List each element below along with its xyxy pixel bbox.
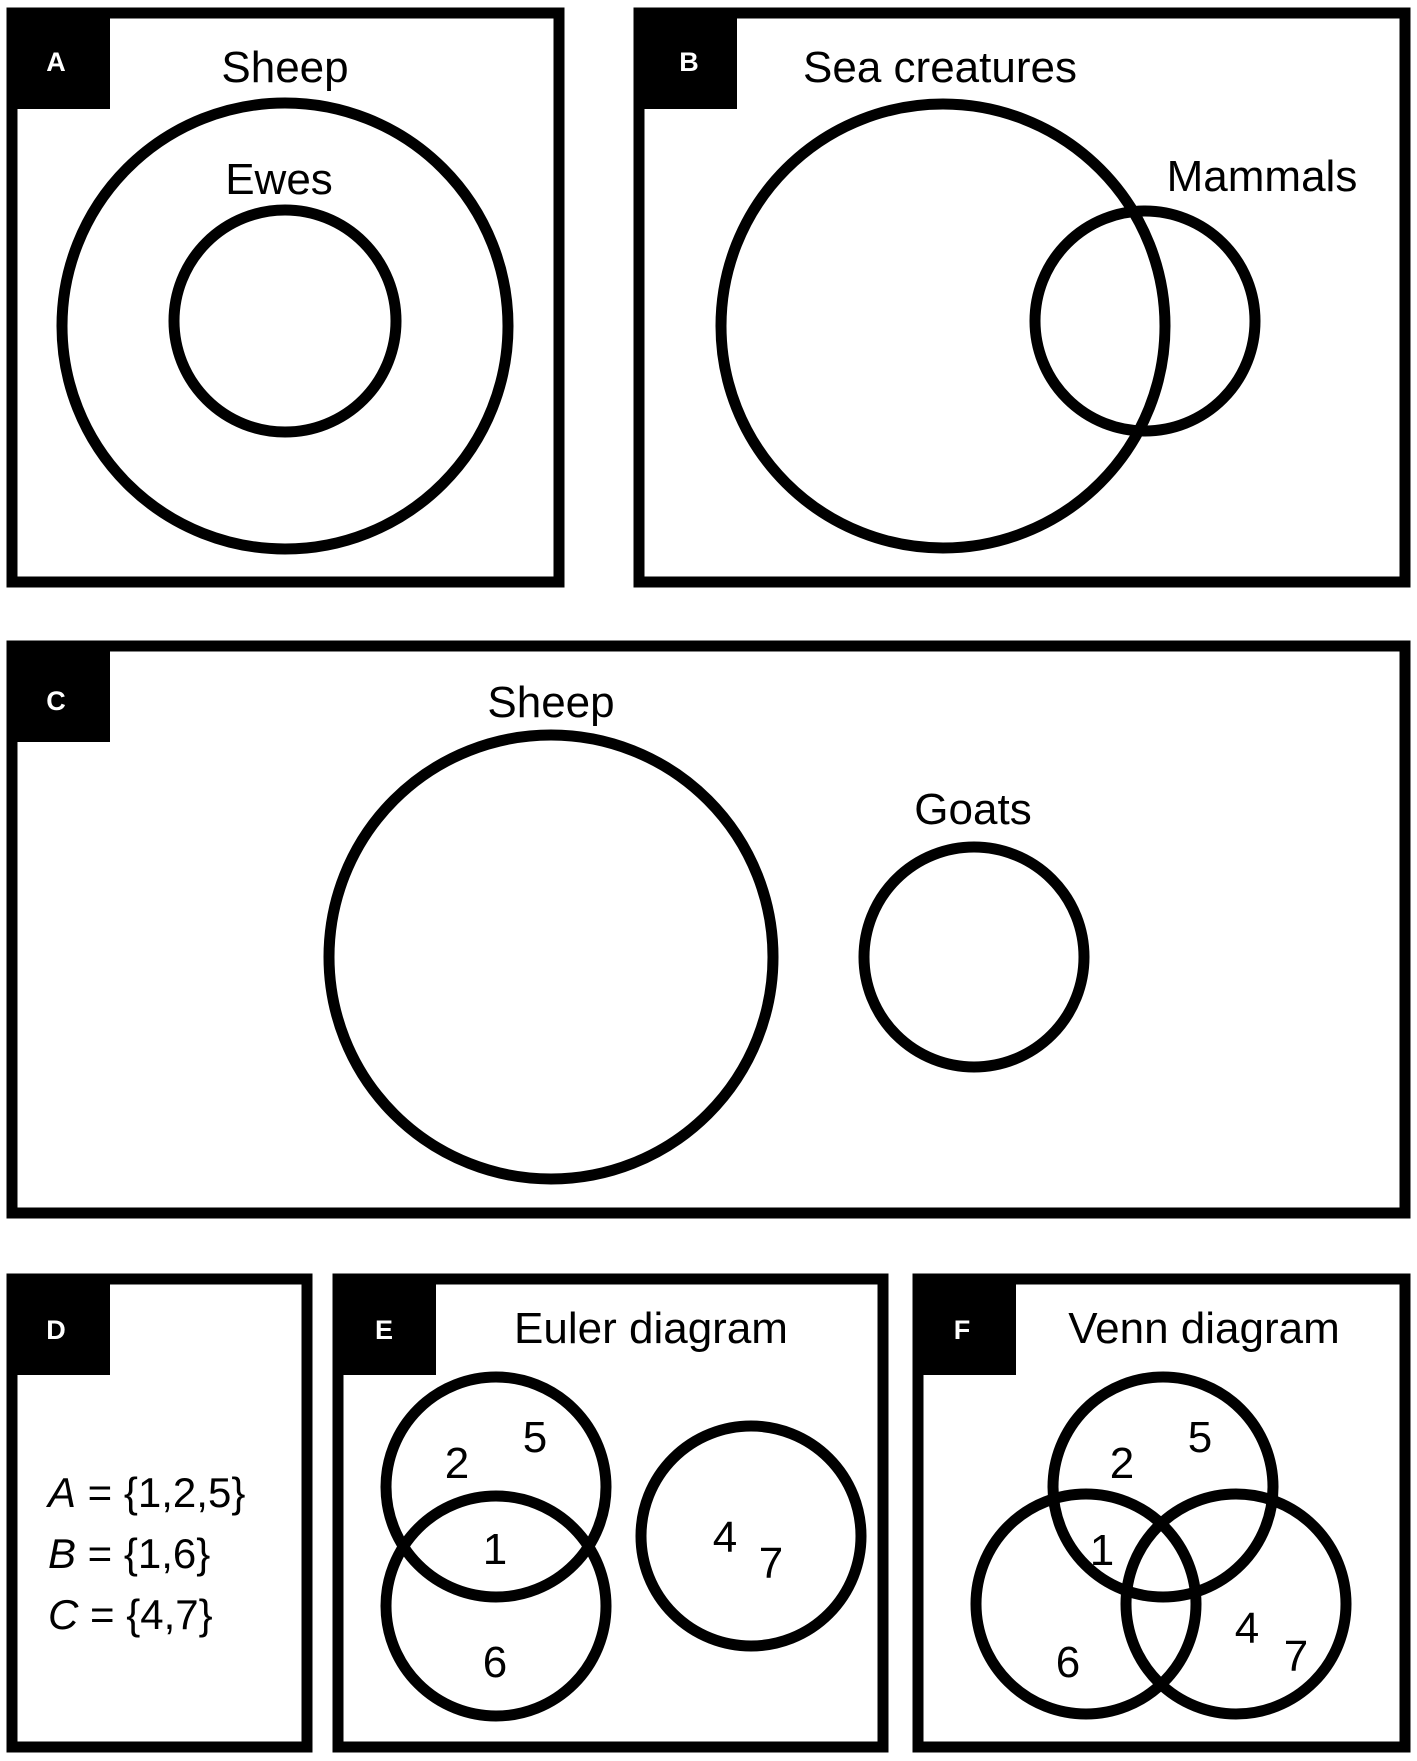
panel-c-right-circle (858, 841, 1090, 1073)
panel-a-outer-label: Sheep (221, 43, 348, 92)
panel-c-left-label: Sheep (487, 678, 614, 727)
venn-number: 1 (1090, 1526, 1114, 1575)
panel-f-tag (918, 1279, 1016, 1375)
panel-b-right-label: Mammals (1167, 152, 1358, 201)
panel-a-inner-circle (168, 204, 402, 438)
set-c-definition: C = {4,7} (48, 1591, 213, 1638)
panel-f-title: Venn diagram (1068, 1304, 1340, 1353)
panel-b-right-circle (1029, 205, 1261, 437)
panel-b-tag (639, 13, 737, 109)
panel-e-tag-label: E (375, 1315, 393, 1345)
venn-circle-c (1120, 1488, 1352, 1720)
panel-a-tag-label: A (46, 47, 66, 77)
venn-number: 7 (1284, 1632, 1308, 1681)
panel-d-tag-label: D (46, 1315, 66, 1345)
set-b-definition: B = {1,6} (48, 1530, 210, 1577)
panel-c-tag (12, 646, 110, 742)
panel-e: E Euler diagram 2 5 1 6 4 7 (332, 1273, 889, 1753)
panel-d-tag (12, 1279, 110, 1375)
venn-circle-a (1047, 1371, 1279, 1603)
panel-e-frame (332, 1273, 889, 1753)
panel-b-tag-label: B (679, 47, 699, 77)
venn-number: 5 (1188, 1413, 1212, 1462)
venn-number: 4 (1235, 1604, 1259, 1653)
panel-a-inner-label: Ewes (225, 155, 333, 204)
euler-number: 6 (483, 1638, 507, 1687)
euler-number: 5 (523, 1413, 547, 1462)
venn-number: 2 (1110, 1439, 1134, 1488)
panel-d: D A = {1,2,5} B = {1,6} C = {4,7} (6, 1273, 313, 1753)
panel-c-tag-label: C (46, 686, 66, 716)
panel-f: F Venn diagram 2 5 1 6 4 7 (912, 1273, 1411, 1753)
panel-c-left-circle (323, 729, 779, 1185)
panel-b: B Sea creatures Mammals (633, 7, 1411, 588)
panel-a-frame (6, 7, 565, 588)
euler-circle-a (380, 1371, 612, 1603)
panel-a-tag (12, 13, 110, 109)
euler-circle-c (635, 1420, 867, 1652)
panel-f-tag-label: F (954, 1315, 971, 1345)
panel-b-left-label: Sea creatures (803, 43, 1077, 92)
panel-f-frame (912, 1273, 1411, 1753)
panel-a-outer-circle (56, 97, 514, 555)
venn-circle-b (970, 1488, 1202, 1720)
panel-e-title: Euler diagram (514, 1304, 788, 1353)
venn-number: 6 (1056, 1638, 1080, 1687)
euler-number: 4 (713, 1513, 737, 1562)
panel-e-tag (338, 1279, 436, 1375)
panel-a: A Sheep Ewes (6, 7, 565, 588)
panel-b-frame (633, 7, 1411, 588)
panel-b-left-circle (715, 98, 1171, 554)
panel-c-frame (6, 640, 1411, 1219)
set-a-definition: A = {1,2,5} (45, 1469, 245, 1516)
panel-c: C Sheep Goats (6, 640, 1411, 1219)
euler-circle-b (380, 1490, 612, 1722)
panel-c-right-label: Goats (914, 785, 1031, 834)
panel-d-frame (6, 1273, 313, 1753)
euler-number: 7 (759, 1539, 783, 1588)
euler-number: 1 (483, 1525, 507, 1574)
euler-number: 2 (445, 1439, 469, 1488)
